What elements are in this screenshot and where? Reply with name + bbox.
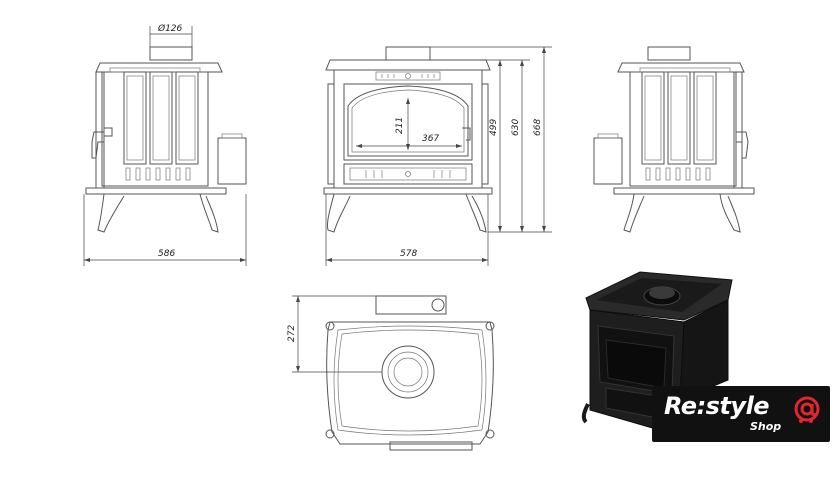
door-width-label: 367 <box>422 134 439 144</box>
height-to-top-label: 499 <box>489 119 499 136</box>
top-view <box>292 295 495 451</box>
logo-sub-text: Shop <box>750 420 782 433</box>
logo-brand-text: Re:style <box>664 392 770 420</box>
front-view <box>323 46 552 266</box>
height-outlet-label: 668 <box>533 119 543 136</box>
cart-at-icon <box>794 396 820 423</box>
side-view-right <box>593 46 755 233</box>
flue-diameter-label: Ø126 <box>157 23 183 34</box>
restyle-shop-logo: Re:style Shop <box>652 386 830 442</box>
door-height-label: 211 <box>395 117 405 134</box>
flue-offset-label: 272 <box>287 325 297 342</box>
front-width-label: 578 <box>400 249 417 259</box>
height-total-label: 630 <box>511 119 521 136</box>
side-depth-label: 586 <box>158 249 175 259</box>
side-view-left <box>83 26 247 266</box>
